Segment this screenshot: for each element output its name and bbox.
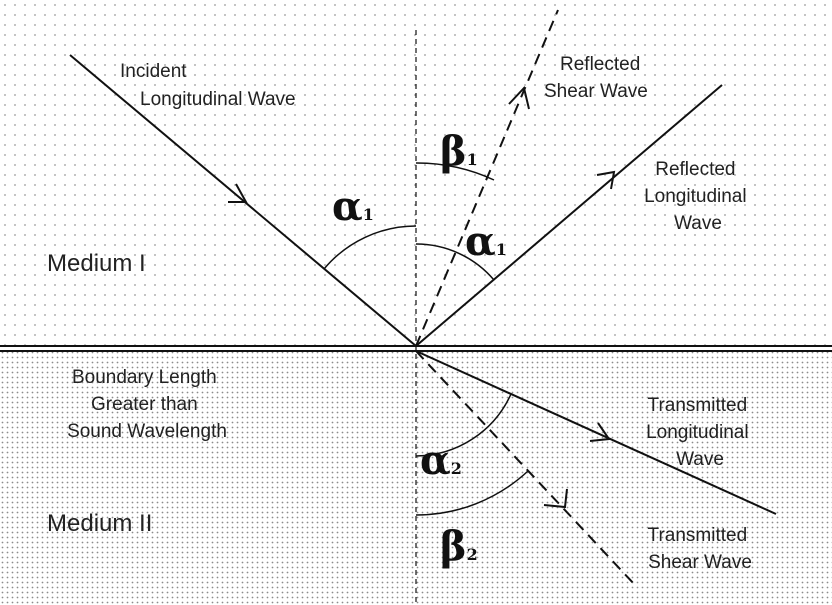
beta1-arc (415, 162, 495, 181)
transmitted-shear-arrow (543, 488, 568, 509)
reflected-shear-arrow (508, 85, 530, 110)
beta2-label: β2 (440, 523, 478, 570)
alpha1-incident-label: α1 (332, 183, 374, 230)
alpha1-incident-arc (323, 225, 417, 270)
reflected-longitudinal-arrow (596, 170, 616, 190)
beta1-label: β1 (440, 128, 478, 175)
boundary-note: Boundary Length Greater than Sound Wavel… (67, 367, 227, 442)
incident-wave-ray (69, 54, 417, 347)
alpha1-reflected-label: α1 (465, 218, 507, 265)
transmitted-longitudinal-ray (415, 350, 777, 515)
incident-wave-arrow (228, 183, 248, 203)
medium-2-label: Medium II (47, 510, 152, 537)
beta2-arc (415, 470, 529, 516)
reflected-longitudinal-ray (415, 84, 723, 347)
transmitted-shear-label: Transmitted Shear Wave (648, 525, 753, 573)
reflected-longitudinal-label: Reflected Longitudinal Wave (644, 159, 752, 234)
alpha2-arc (415, 393, 512, 457)
reflected-shear-label: Reflected Shear Wave (544, 54, 648, 102)
transmitted-longitudinal-label: Transmitted Longitudinal Wave (646, 395, 754, 470)
medium-1-label: Medium I (47, 250, 146, 277)
reflected-shear-ray (415, 9, 559, 347)
alpha2-label: α2 (420, 437, 462, 484)
transmitted-longitudinal-arrow (589, 422, 611, 442)
alpha1-reflected-arc (415, 243, 495, 281)
incident-wave-label: Incident Longitudinal Wave (120, 61, 296, 110)
